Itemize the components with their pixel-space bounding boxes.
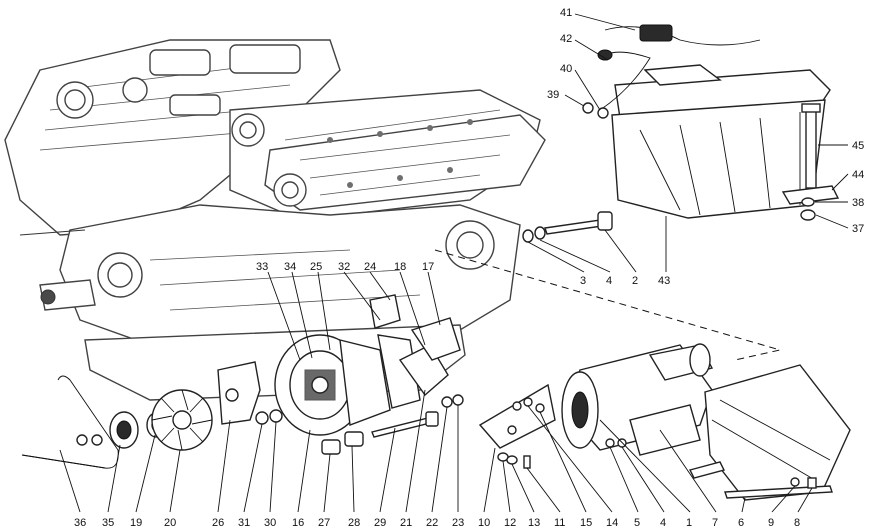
callout-29: 29: [374, 517, 386, 529]
callout-20: 20: [164, 517, 176, 529]
callout-7: 7: [712, 517, 718, 529]
assembly-reference-dashed-line: [434, 249, 781, 361]
starter-motor-illustration: [478, 343, 851, 501]
callout-40: 40: [560, 63, 572, 75]
callout-6: 6: [738, 517, 744, 529]
callout-22: 22: [426, 517, 438, 529]
callout-9: 9: [768, 517, 774, 529]
callout-45: 45: [852, 140, 864, 152]
callout-42: 42: [560, 33, 572, 45]
callout-12: 12: [504, 517, 516, 529]
callout-34: 34: [284, 261, 296, 273]
callout-16: 16: [292, 517, 304, 529]
callout-1: 1: [686, 517, 692, 529]
callout-37: 37: [852, 223, 864, 235]
callout-38: 38: [852, 197, 864, 209]
leader-lines: [59, 13, 849, 513]
callout-33: 33: [256, 261, 268, 273]
callout-23: 23: [452, 517, 464, 529]
callout-39: 39: [547, 89, 559, 101]
callout-28: 28: [348, 517, 360, 529]
callout-5: 5: [634, 517, 640, 529]
callout-36: 36: [74, 517, 86, 529]
callout-4-bottom: 4: [660, 517, 666, 529]
callout-11: 11: [554, 517, 565, 529]
callout-3: 3: [580, 275, 586, 287]
callout-43: 43: [658, 275, 670, 287]
callout-13: 13: [528, 517, 540, 529]
callout-4-middle: 4: [606, 275, 612, 287]
callout-8: 8: [794, 517, 800, 529]
callout-14: 14: [606, 517, 618, 529]
battery-illustration: [582, 24, 840, 221]
engine-block-illustration: [4, 39, 546, 401]
callout-24: 24: [364, 261, 376, 273]
callout-41: 41: [560, 7, 572, 19]
bolt-assembly-2-4: [522, 211, 613, 243]
callout-26: 26: [212, 517, 224, 529]
callout-19: 19: [130, 517, 142, 529]
callout-27: 27: [318, 517, 330, 529]
callout-10: 10: [478, 517, 490, 529]
callout-18: 18: [394, 261, 406, 273]
callout-15: 15: [580, 517, 592, 529]
callout-21: 21: [400, 517, 412, 529]
callout-17: 17: [422, 261, 434, 273]
callout-35: 35: [102, 517, 114, 529]
callout-32: 32: [338, 261, 350, 273]
callout-30: 30: [264, 517, 276, 529]
callout-31: 31: [238, 517, 250, 529]
callout-2: 2: [632, 275, 638, 287]
callout-labels: 36 35 19 20 26 31 30 16 27 28 29 21 22 2…: [74, 7, 864, 529]
callout-44: 44: [852, 169, 864, 181]
callout-25: 25: [310, 261, 322, 273]
alternator-illustration: [21, 294, 464, 469]
